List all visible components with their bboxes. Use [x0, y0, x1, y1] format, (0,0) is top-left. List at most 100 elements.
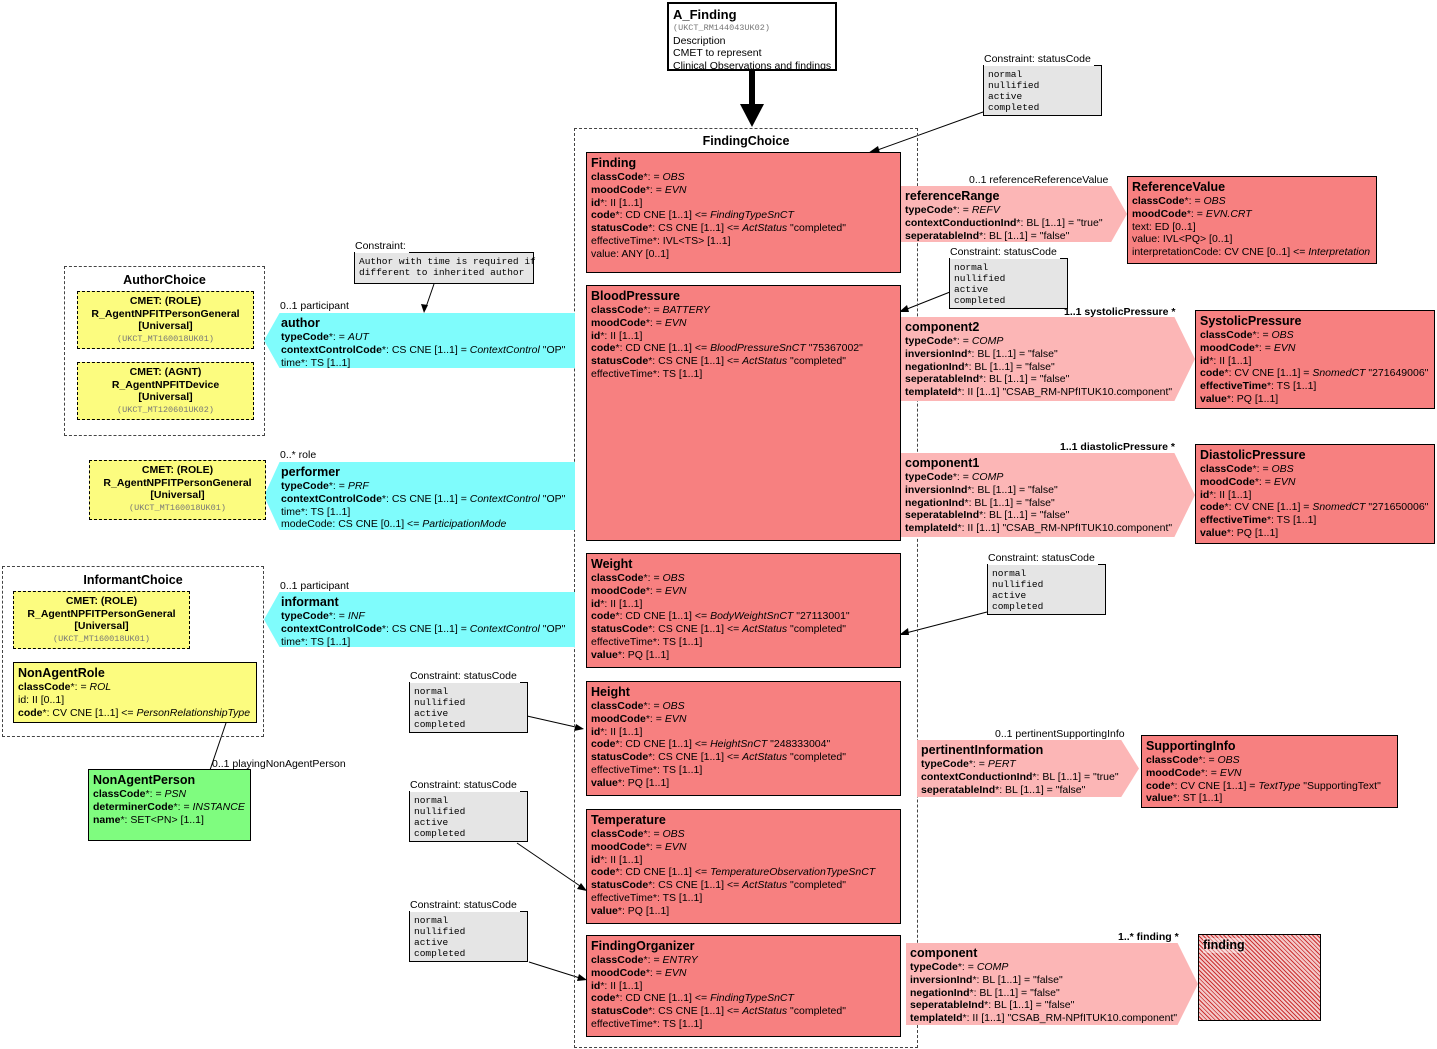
systolic-attr: effectiveTime*: TS [1..1] — [1200, 380, 1317, 393]
label-pertinent: 0..1 pertinentSupportingInfo — [995, 728, 1125, 740]
component1-title: component1 — [905, 456, 980, 470]
weight-attr: effectiveTime*: TS [1..1] — [591, 635, 703, 648]
temperature-attr: effectiveTime*: TS [1..1] — [591, 891, 703, 904]
cmet-author-person-code: (UKCT_MT160018UK01) — [117, 333, 214, 344]
constraint-title: Constraint: — [355, 240, 409, 253]
blood-pressure-attr: effectiveTime*: TS [1..1] — [591, 367, 703, 380]
header-line-1: Description — [673, 34, 726, 47]
author-title: author — [281, 316, 320, 330]
finding-organizer-attr: effectiveTime*: TS [1..1] — [591, 1017, 703, 1030]
cmet-author-device-type: CMET: (AGNT) — [129, 366, 202, 378]
non-agent-role-attr: code*: CV CNE [1..1] <= PersonRelationsh… — [18, 706, 251, 719]
cmet-performer-person-code: (UKCT_MT160018UK01) — [129, 502, 226, 513]
finding-attr: moodCode*: = EVN — [591, 183, 687, 196]
height-attr: classCode*: = OBS — [591, 700, 685, 712]
constraint-value: completed — [414, 948, 466, 959]
height-attr: id*: II [1..1] — [591, 725, 643, 738]
cmet-author-person-type: CMET: (ROLE) — [129, 295, 202, 307]
component1-attr: inversionInd*: BL [1..1] = "false" — [905, 483, 1058, 496]
cmet-author-device-name: R_AgentNPFITDevice — [111, 378, 220, 391]
non-agent-role-attr: classCode*: = ROL — [18, 681, 112, 693]
blood-pressure-title: BloodPressure — [591, 289, 680, 303]
constraint-value: normal — [954, 262, 989, 273]
reference-value-title: ReferenceValue — [1132, 180, 1226, 194]
label-performer-role: 0..* role — [280, 449, 317, 461]
component2-attr: negationInd*: BL [1..1] = "false" — [905, 360, 1055, 373]
systolic-attr: value*: PQ [1..1] — [1200, 392, 1279, 405]
label-author-participant: 0..1 participant — [280, 300, 349, 312]
cmet-author-device-scope: [Universal] — [138, 391, 193, 403]
diastolic-attr: moodCode*: = EVN — [1200, 475, 1296, 488]
cmet-performer-person: CMET: (ROLE) R_AgentNPFITPersonGeneral [… — [89, 460, 266, 520]
header-line-2: CMET to represent — [673, 47, 762, 59]
component-attr: inversionInd*: BL [1..1] = "false" — [910, 973, 1063, 986]
reference-value-attr: value: IVL<PQ> [0..1] — [1132, 233, 1233, 246]
diastolic-title: DiastolicPressure — [1200, 448, 1306, 462]
pertinent-information-title: pertinentInformation — [921, 743, 1044, 757]
finding-organizer-attr: code*: CD CNE [1..1] <= FindingTypeSnCT — [591, 992, 794, 1005]
reference-value-attr: classCode*: = OBS — [1132, 195, 1226, 207]
finding-organizer-attr: id*: II [1..1] — [591, 979, 643, 992]
cmet-informant-person-scope: [Universal] — [74, 620, 129, 632]
finding-attr: id*: II [1..1] — [591, 196, 643, 209]
finding-reference-title: finding — [1203, 938, 1245, 953]
constraint-value: Author with time is required if — [359, 256, 536, 267]
finding-organizer-title: FindingOrganizer — [591, 939, 695, 953]
supporting-info-title: SupportingInfo — [1146, 739, 1236, 753]
class-finding-reference: finding — [1198, 934, 1321, 1021]
author-attr: time*: TS [1..1] — [281, 356, 351, 368]
diastolic-attr: id*: II [1..1] — [1200, 488, 1252, 501]
reference-value-attr: text: ED [0..1] — [1132, 220, 1196, 233]
component1-attr: typeCode*: = COMP — [905, 471, 1004, 483]
constraint-value: nullified — [954, 273, 1006, 284]
performer-attr: contextControlCode*: CS CNE [1..1] = Con… — [281, 492, 566, 505]
height-attr: moodCode*: = EVN — [591, 712, 687, 725]
diastolic-attr: code*: CV CNE [1..1] = SnomedCT "2716500… — [1200, 501, 1429, 514]
cmet-informant-person-name: R_AgentNPFITPersonGeneral — [27, 607, 176, 620]
constraint-title: Constraint: statusCode — [410, 779, 520, 792]
temperature-attr: statusCode*: CS CNE [1..1] <= ActStatus … — [591, 879, 846, 892]
constraint-value: nullified — [988, 80, 1040, 91]
height-attr: code*: CD CNE [1..1] <= HeightSnCT "2483… — [591, 738, 831, 751]
constraint-value: active — [992, 590, 1027, 601]
cmet-author-person: CMET: (ROLE) R_AgentNPFITPersonGeneral [… — [77, 291, 254, 349]
constraint-value: normal — [988, 69, 1023, 80]
informant-choice-title: InformantChoice — [83, 573, 183, 587]
constraint-value: normal — [992, 568, 1027, 579]
informant-choice-container: InformantChoice — [2, 566, 264, 737]
finding-choice-title: FindingChoice — [702, 134, 790, 148]
cmet-author-device-code: (UKCT_MT120601UK02) — [117, 404, 214, 415]
finding-title: Finding — [591, 156, 637, 170]
finding-attr: code*: CD CNE [1..1] <= FindingTypeSnCT — [591, 209, 794, 222]
performer-attr: typeCode*: = PRF — [281, 480, 369, 492]
temperature-attr: value*: PQ [1..1] — [591, 904, 670, 917]
non-agent-person-title: NonAgentPerson — [93, 773, 196, 787]
diastolic-attr: effectiveTime*: TS [1..1] — [1200, 514, 1317, 527]
constraint-value: completed — [992, 601, 1044, 612]
header-box: A_Finding (UKCT_RM144043UK02) Descriptio… — [667, 2, 837, 71]
supporting-info-attr: code*: CV CNE [1..1] = TextType "Support… — [1146, 779, 1381, 792]
weight-attr: id*: II [1..1] — [591, 597, 643, 610]
performer-attr: modeCode: CS CNE [0..1] <= Participation… — [281, 518, 507, 530]
temperature-attr: id*: II [1..1] — [591, 853, 643, 866]
height-attr: value*: PQ [1..1] — [591, 776, 670, 789]
component-title: component — [910, 946, 978, 960]
cmet-author-person-name: R_AgentNPFITPersonGeneral — [91, 307, 240, 320]
constraint-value: normal — [414, 795, 449, 806]
temperature-attr: classCode*: = OBS — [591, 828, 685, 840]
constraint-value: normal — [414, 915, 449, 926]
cmet-informant-person: CMET: (ROLE) R_AgentNPFITPersonGeneral [… — [13, 591, 190, 649]
informant-attr: typeCode*: = INF — [281, 610, 365, 622]
constraint-value: completed — [954, 295, 1006, 306]
finding-attr: classCode*: = OBS — [591, 171, 685, 183]
label-ref-ref-value: 0..1 referenceReferenceValue — [969, 174, 1109, 186]
